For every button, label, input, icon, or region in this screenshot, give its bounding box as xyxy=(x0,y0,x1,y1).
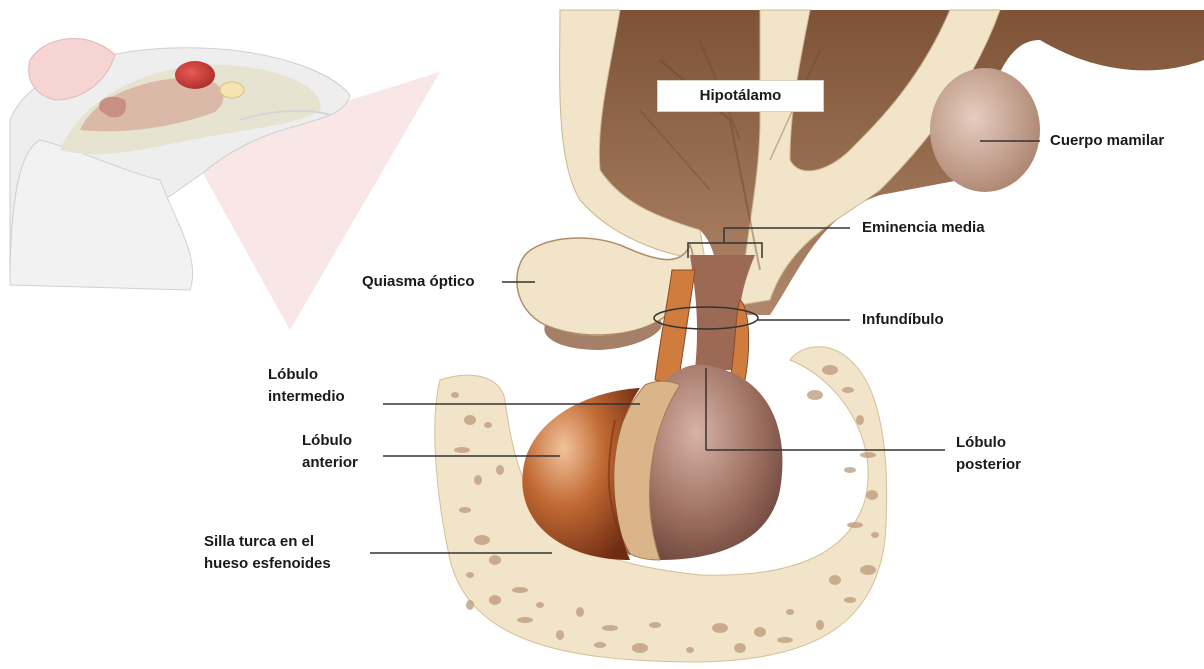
infundibulum-label: Infundíbulo xyxy=(862,309,944,331)
bone-pore xyxy=(649,622,661,628)
bone-pore xyxy=(860,565,876,575)
bone-pore xyxy=(556,630,564,640)
bone-pore xyxy=(754,627,766,637)
bone-pore xyxy=(536,602,544,608)
bone-pore xyxy=(816,620,824,630)
posterior-lobe-label: Lóbulo posterior xyxy=(956,432,1021,476)
bone-pore xyxy=(466,600,474,610)
bone-pore xyxy=(474,535,490,545)
mammillary-body-label: Cuerpo mamilar xyxy=(1050,130,1164,152)
bone-pore xyxy=(686,647,694,653)
bone-pore xyxy=(712,623,728,633)
bone-pore xyxy=(777,637,793,643)
bone-pore xyxy=(454,447,470,453)
bone-pore xyxy=(512,587,528,593)
bone-pore xyxy=(847,522,863,528)
posterior-lobe-label-line1: Lóbulo xyxy=(956,432,1021,454)
bone-pore xyxy=(484,422,492,428)
bone-pore xyxy=(451,392,459,398)
bone-pore xyxy=(474,475,482,485)
bone-pore xyxy=(632,643,648,653)
bone-pore xyxy=(464,415,476,425)
sella-turcica-label-line2: hueso esfenoides xyxy=(204,553,331,575)
median-eminence-label: Eminencia media xyxy=(862,217,985,239)
bone-pore xyxy=(822,365,838,375)
bone-pore xyxy=(489,555,501,565)
mammillary-body xyxy=(930,68,1040,192)
bone-pore xyxy=(866,490,878,500)
sella-turcica-label: Silla turca en el hueso esfenoides xyxy=(204,531,331,575)
bone-pore xyxy=(844,467,856,473)
intermediate-lobe-label-line1: Lóbulo xyxy=(268,364,345,386)
bone-pore xyxy=(576,607,584,617)
bone-pore xyxy=(594,642,606,648)
pituitary-gland xyxy=(522,365,782,560)
bone-pore xyxy=(517,617,533,623)
bone-pore xyxy=(734,643,746,653)
bone-pore xyxy=(844,597,856,603)
optic-chiasm-label: Quiasma óptico xyxy=(362,271,475,293)
bone-pore xyxy=(489,595,501,605)
sella-turcica-label-line1: Silla turca en el xyxy=(204,531,331,553)
bone-pore xyxy=(466,572,474,578)
intermediate-lobe-label: Lóbulo intermedio xyxy=(268,364,345,408)
bone-pore xyxy=(602,625,618,631)
bone-pore xyxy=(829,575,841,585)
intermediate-lobe-label-line2: intermedio xyxy=(268,386,345,408)
anterior-lobe-label: Lóbulo anterior xyxy=(302,430,358,474)
bone-pore xyxy=(842,387,854,393)
bone-pore xyxy=(871,532,879,538)
anterior-lobe-label-line2: anterior xyxy=(302,452,358,474)
posterior-lobe-label-line2: posterior xyxy=(956,454,1021,476)
bone-pore xyxy=(807,390,823,400)
bone-pore xyxy=(860,452,876,458)
bone-pore xyxy=(459,507,471,513)
anterior-lobe-label-line1: Lóbulo xyxy=(302,430,358,452)
bone-pore xyxy=(786,609,794,615)
bone-pore xyxy=(496,465,504,475)
hypothalamus-label: Hipotálamo xyxy=(657,80,824,112)
bone-pore xyxy=(856,415,864,425)
